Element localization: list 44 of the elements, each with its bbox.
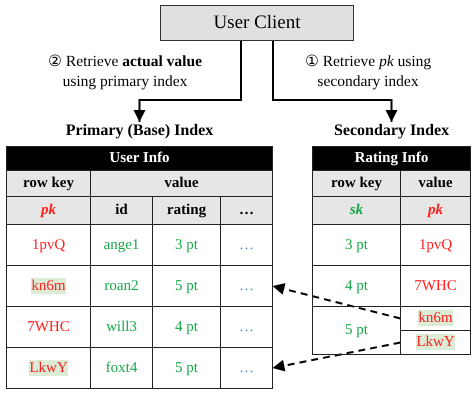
table-cell: 7WHC xyxy=(400,266,470,306)
table-cell: 7WHC xyxy=(6,306,90,348)
arrow xyxy=(134,41,242,122)
column-header: pk xyxy=(6,196,90,224)
table-cell: will3 xyxy=(90,306,152,348)
column-header: value xyxy=(90,170,272,196)
client-box: User Client xyxy=(160,5,354,41)
table-cell: 3 pt xyxy=(152,224,220,266)
table-cell: … xyxy=(220,224,272,266)
table-cell: 1pvQ xyxy=(400,224,470,266)
column-header: row key xyxy=(6,170,90,196)
table-cell: kn6m xyxy=(6,266,90,306)
table-cell: 4 pt xyxy=(312,266,400,306)
table-cell: 5 pt xyxy=(312,306,400,354)
column-header: pk xyxy=(400,196,470,224)
table-cell: ange1 xyxy=(90,224,152,266)
table-cell: 3 pt xyxy=(312,224,400,266)
table-cell: 5 pt xyxy=(152,348,220,388)
table-cell: … xyxy=(220,306,272,348)
table-title: Rating Info xyxy=(312,146,470,170)
table-heading: Primary (Base) Index xyxy=(64,122,214,141)
column-header: row key xyxy=(312,170,400,196)
table-cell: 5 pt xyxy=(152,266,220,306)
table-cell: … xyxy=(220,348,272,388)
column-header: id xyxy=(90,196,152,224)
table-cell: 1pvQ xyxy=(6,224,90,266)
index-table xyxy=(312,122,471,355)
table-cell: roan2 xyxy=(90,266,152,306)
column-header: … xyxy=(220,196,272,224)
table-cell: kn6m xyxy=(400,306,470,330)
table-cell: … xyxy=(220,266,272,306)
table-cell: LkwY xyxy=(6,348,90,388)
arrow xyxy=(272,283,401,320)
table-cell: LkwY xyxy=(400,330,470,354)
arrow xyxy=(272,342,401,372)
arrow xyxy=(272,41,398,122)
index-table xyxy=(6,122,273,389)
table-cell: 4 pt xyxy=(152,306,220,348)
column-header: sk xyxy=(312,196,400,224)
column-header: value xyxy=(400,170,470,196)
table-heading: Secondary Index xyxy=(332,122,450,141)
table-title: User Info xyxy=(6,146,272,170)
column-header: rating xyxy=(152,196,220,224)
table-cell: foxt4 xyxy=(90,348,152,388)
